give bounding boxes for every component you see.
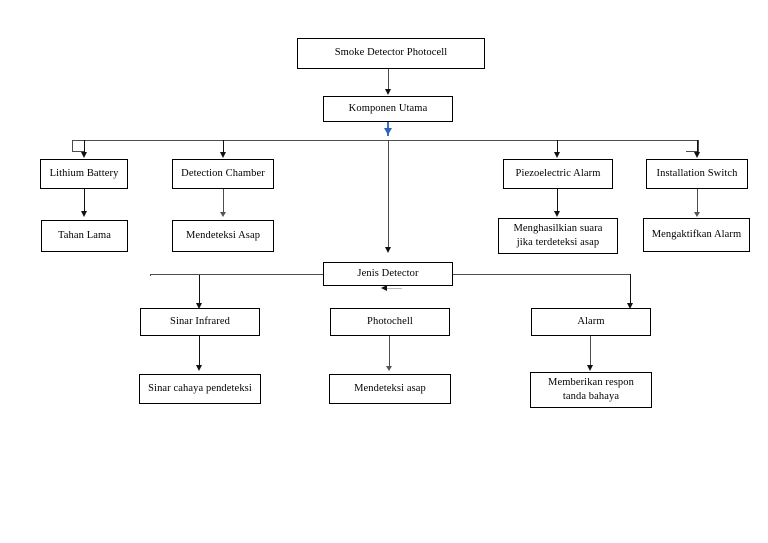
arrow-down-icon <box>195 303 202 309</box>
connector-bus-to-lithium <box>72 140 73 152</box>
node-smoke-detector-photocell[interactable]: Smoke Detector Photocell <box>297 38 485 69</box>
node-jenis-detector[interactable]: Jenis Detector <box>323 262 453 286</box>
node-mendeteksi-asap-photochell[interactable]: Mendeteksi asap <box>329 374 451 404</box>
node-piezoelectric-alarm[interactable]: Piezoelectric Alarm <box>503 159 613 189</box>
node-label: Mendeteksi asap <box>354 382 426 394</box>
node-label: Installation Switch <box>656 167 738 179</box>
node-label: Photochell <box>367 315 413 327</box>
connector-left-corner <box>150 274 151 276</box>
connector-detection-chamber-to-detail <box>223 189 224 214</box>
node-label: Mendeteksi Asap <box>185 229 261 241</box>
connector-photochell-to-detail <box>389 336 390 368</box>
arrow-down-icon <box>195 365 202 371</box>
node-memberikan-respon[interactable]: Memberikan respon tanda bahaya <box>530 372 652 408</box>
connector-bus-horizontal <box>72 140 698 141</box>
arrow-down-icon <box>384 247 391 253</box>
connector-drop-lithium <box>84 140 86 154</box>
node-label: Komponen Utama <box>348 102 428 114</box>
connector-detector-left-branch <box>150 274 323 275</box>
connector-lithium-feed <box>72 151 84 152</box>
node-label: Alarm <box>577 315 605 327</box>
arrow-down-icon <box>384 89 391 95</box>
arrow-down-icon <box>586 365 593 371</box>
arrow-down-icon <box>694 212 700 217</box>
connector-drop-detector-type <box>388 140 389 248</box>
node-detection-chamber[interactable]: Detection Chamber <box>172 159 274 189</box>
node-komponen-utama[interactable]: Komponen Utama <box>323 96 453 122</box>
node-lithium-battery[interactable]: Lithium Battery <box>40 159 128 189</box>
arrow-down-icon <box>626 303 633 309</box>
node-menghasilkian-suara[interactable]: Menghasilkian suara jika terdeteksi asap <box>498 218 618 254</box>
node-sinar-cahaya-pendeteksi[interactable]: Sinar cahaya pendeteksi <box>139 374 261 404</box>
connector-stray-stub <box>386 288 402 289</box>
connector-bus-to-installation <box>698 140 699 152</box>
connector-installation-feed <box>686 151 698 152</box>
connector-alarm-to-detail <box>590 336 591 368</box>
connector-lithium-to-detail <box>84 189 86 213</box>
connector-sinar-infrared-to-detail <box>199 336 201 368</box>
arrow-down-icon <box>220 212 226 217</box>
node-installation-switch[interactable]: Installation Switch <box>646 159 748 189</box>
node-label: Jenis Detector <box>357 267 419 279</box>
node-label: Piezoelectric Alarm <box>515 167 601 179</box>
connector-detector-right-branch <box>453 274 631 275</box>
connector-sinar-infrared-feed <box>150 274 200 275</box>
node-label: Menghasilkian suara jika terdeteksi asap <box>513 222 603 248</box>
connector-installation-to-detail <box>697 189 698 214</box>
node-tahan-lama[interactable]: Tahan Lama <box>41 220 128 252</box>
node-label: Tahan Lama <box>57 229 112 241</box>
node-label: Smoke Detector Photocell <box>334 47 448 59</box>
arrow-down-icon <box>386 366 392 371</box>
connector-drop-alarm <box>630 274 632 306</box>
node-alarm[interactable]: Alarm <box>531 308 651 336</box>
node-label: Sinar Infrared <box>170 315 230 327</box>
arrow-left-icon <box>381 284 387 291</box>
node-label: Memberikan respon tanda bahaya <box>548 376 634 402</box>
node-label: Lithium Battery <box>49 167 119 179</box>
node-sinar-infrared[interactable]: Sinar Infrared <box>140 308 260 336</box>
connector-drop-installation <box>697 140 699 154</box>
selected-connector-arrow-icon <box>384 128 392 135</box>
connector-drop-sinar-infrared <box>199 274 201 306</box>
arrow-down-icon <box>80 211 87 217</box>
arrow-down-icon <box>219 152 226 158</box>
arrow-down-icon <box>693 152 700 158</box>
connector-drop-detection-chamber <box>223 140 225 154</box>
connector-piezoelectric-to-detail <box>557 189 559 213</box>
node-label: Mengaktifkan Alarm <box>651 228 742 240</box>
node-label: Detection Chamber <box>181 167 265 179</box>
arrow-down-icon <box>553 211 560 217</box>
node-photochell[interactable]: Photochell <box>330 308 450 336</box>
node-mengaktifkan-alarm[interactable]: Mengaktifkan Alarm <box>643 218 750 252</box>
node-label: Sinar cahaya pendeteksi <box>148 382 252 394</box>
connector-drop-piezoelectric <box>557 140 559 154</box>
arrow-down-icon <box>553 152 560 158</box>
arrow-down-icon <box>80 152 87 158</box>
connector-root-to-main <box>388 69 389 90</box>
node-mendeteksi-asap-chamber[interactable]: Mendeteksi Asap <box>172 220 274 252</box>
